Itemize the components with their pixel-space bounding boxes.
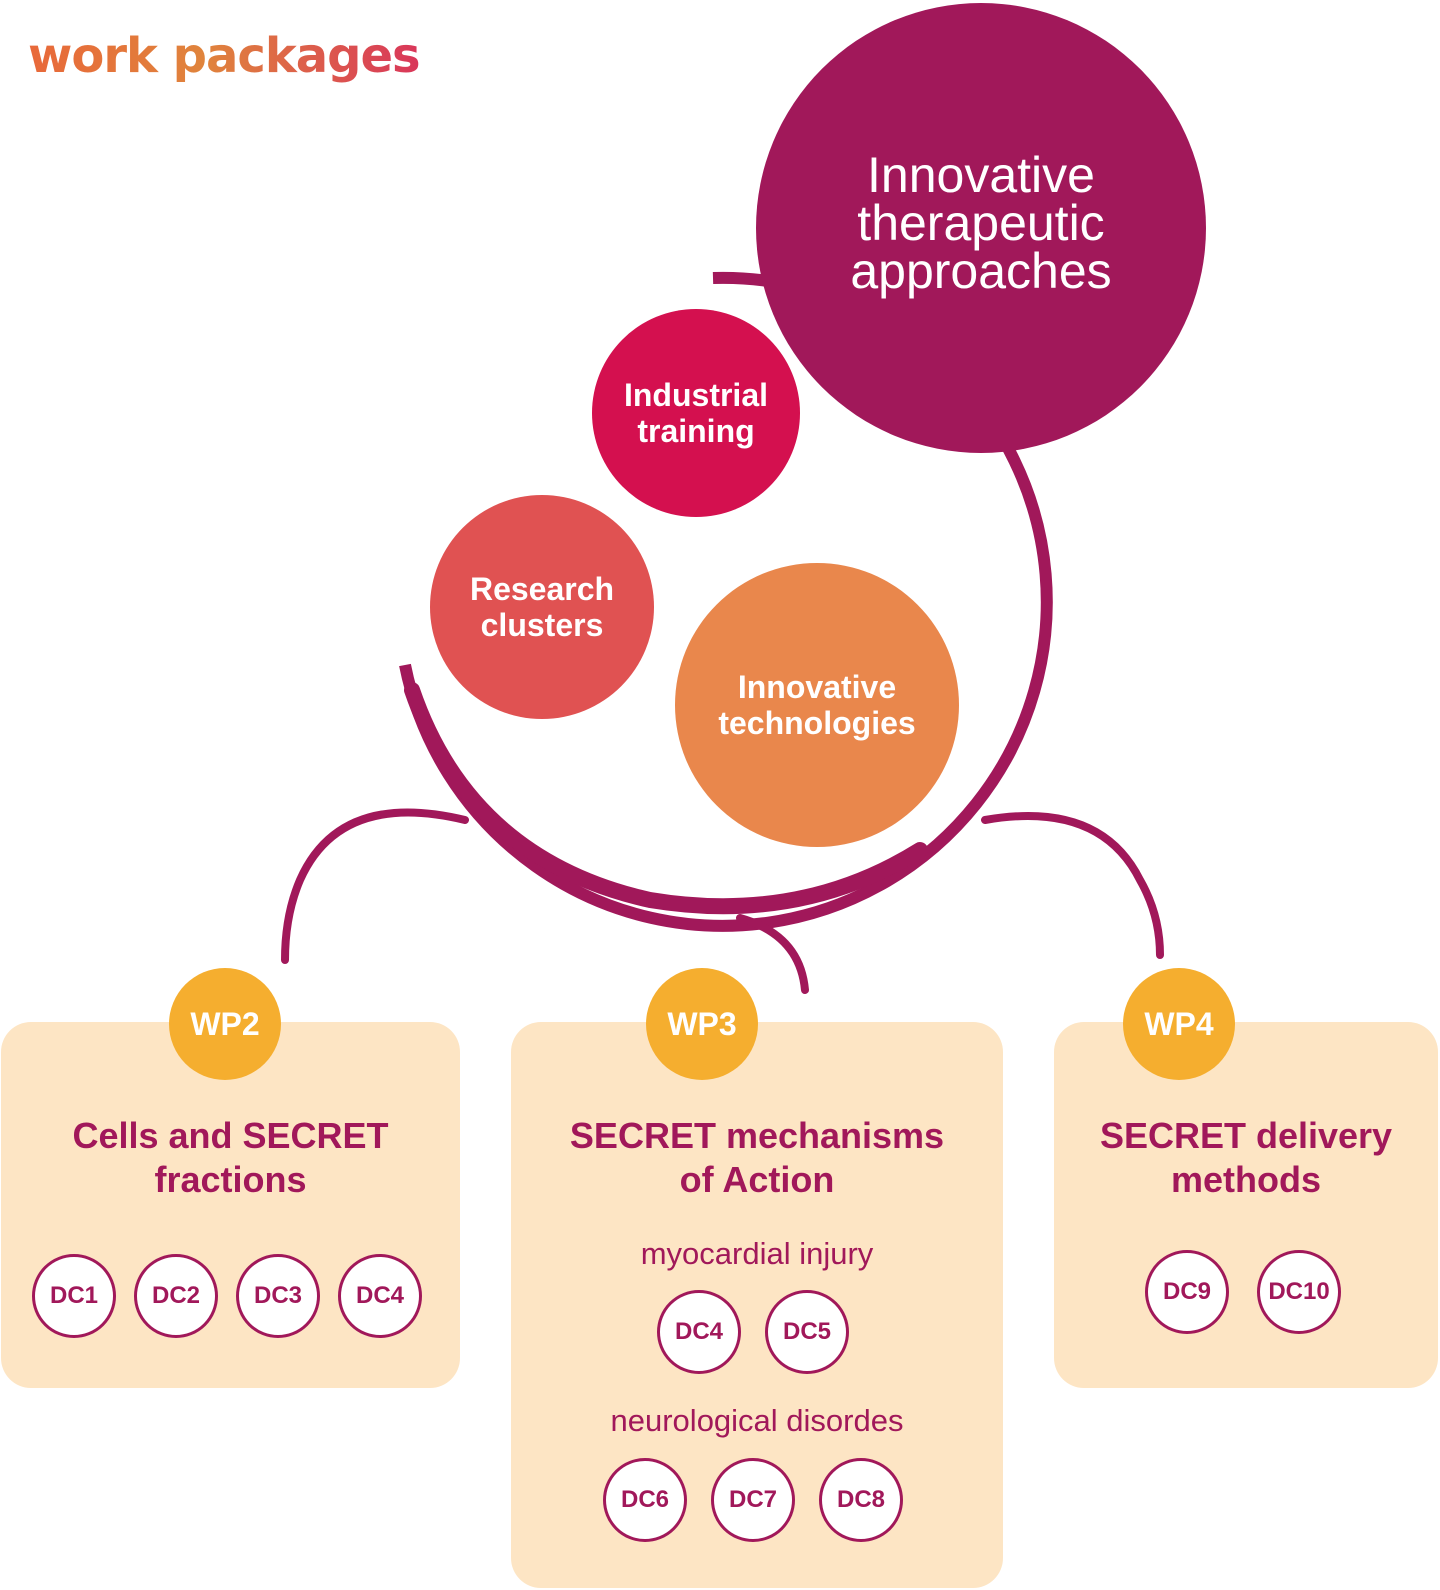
dc-badge: DC5 xyxy=(765,1290,849,1374)
main-circle-label: Innovative therapeutic approaches xyxy=(850,147,1112,299)
wp3-group-myocardial-label: myocardial injury xyxy=(640,1236,874,1271)
industrial-training-label: Industrial training xyxy=(623,377,768,449)
dc-badge: DC8 xyxy=(819,1458,903,1542)
dc-badge: DC7 xyxy=(711,1458,795,1542)
page-title: work packages xyxy=(28,28,421,84)
dc-badge: DC4 xyxy=(657,1290,741,1374)
wp4-badge: WP4 xyxy=(1123,968,1235,1080)
dc-badge: DC1 xyxy=(32,1254,116,1338)
wp4-title: SECRET delivery methods xyxy=(1099,1115,1393,1200)
connector-wp3 xyxy=(736,914,809,994)
research-clusters-circle: Research clusters xyxy=(430,495,654,719)
wp2-badge: WP2 xyxy=(169,968,281,1080)
wp2-title: Cells and SECRET fractions xyxy=(72,1115,389,1200)
industrial-training-circle: Industrial training xyxy=(592,309,800,517)
dc-badge: DC2 xyxy=(134,1254,218,1338)
hub-ring-lower xyxy=(404,682,928,915)
dc-badge: DC6 xyxy=(603,1458,687,1542)
wp3-badge: WP3 xyxy=(646,968,758,1080)
innovative-technologies-circle: Innovative technologies xyxy=(675,563,959,847)
research-clusters-label: Research clusters xyxy=(469,571,615,643)
dc-badge: DC4 xyxy=(338,1254,422,1338)
wp4-card xyxy=(1054,1022,1438,1388)
dc-badge: DC9 xyxy=(1145,1250,1229,1334)
connector-wp4 xyxy=(981,812,1164,959)
innovative-technologies-label: Innovative technologies xyxy=(718,669,916,741)
wp3-title: SECRET mechanisms of Action xyxy=(569,1115,945,1200)
dc-badge: DC3 xyxy=(236,1254,320,1338)
connector-wp2 xyxy=(281,808,469,964)
wp3-group-neurological-label: neurological disordes xyxy=(610,1403,904,1438)
dc-badge: DC10 xyxy=(1257,1250,1341,1334)
innovative-therapeutic-approaches-circle: Innovative therapeutic approaches xyxy=(756,3,1206,453)
